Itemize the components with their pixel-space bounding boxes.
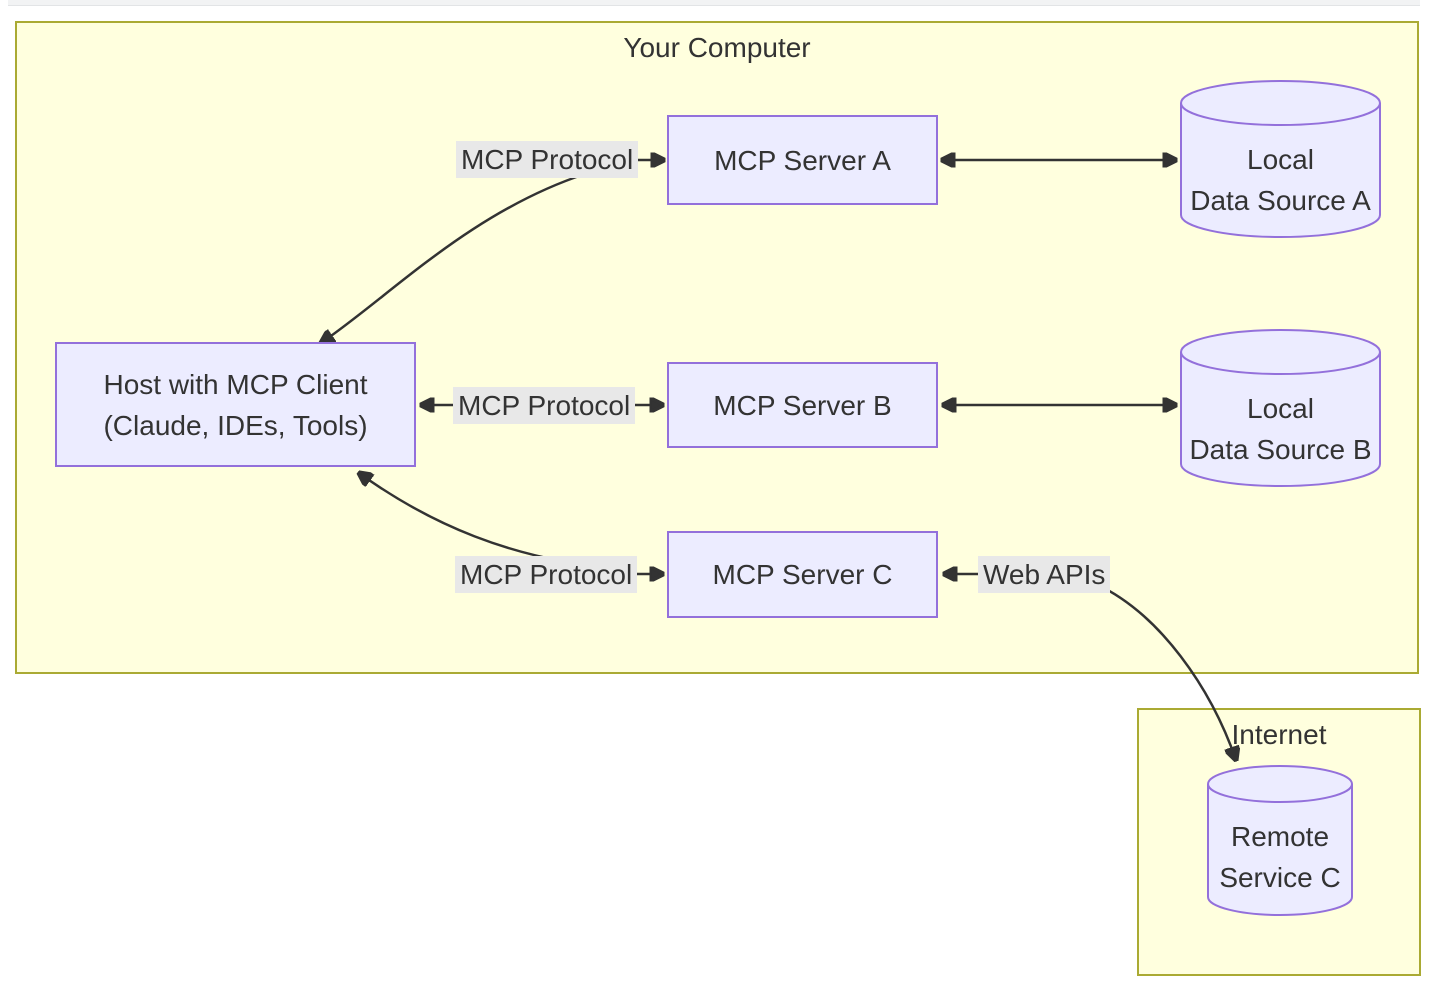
node-local-data-source-a: Local Data Source A — [1180, 80, 1381, 238]
database-cylinder-icon — [1180, 80, 1381, 238]
node-mcp-server-a: MCP Server A — [667, 115, 938, 205]
edge-label-web-apis: Web APIs — [978, 556, 1111, 593]
node-mcp-server-b-label: MCP Server B — [713, 389, 892, 421]
your-computer-group-title: Your Computer — [623, 32, 811, 63]
edge-serverC-to-host-curve — [359, 473, 619, 571]
node-mcp-server-c: MCP Server C — [667, 531, 938, 618]
edge-serverA-to-host-curve — [321, 172, 586, 343]
data-source-a-line1: Local — [1247, 143, 1314, 175]
edge-label-mcp-protocol-a: MCP Protocol — [456, 141, 639, 178]
remote-service-c-line2: Service C — [1219, 862, 1341, 893]
edge-webapis-to-remoteC-curve — [1095, 582, 1236, 760]
node-local-data-source-a-label: Local Data Source A — [1180, 125, 1381, 234]
node-mcp-server-c-label: MCP Server C — [712, 559, 893, 590]
edge-label-mcp-protocol-c: MCP Protocol — [455, 556, 638, 593]
database-cylinder-icon — [1180, 329, 1381, 487]
data-source-b-line2: Data Source B — [1189, 433, 1372, 465]
remote-service-c-line1: Remote — [1230, 821, 1330, 852]
node-local-data-source-b-label: Local Data Source B — [1180, 374, 1381, 483]
node-remote-service-c: Remote Service C — [1207, 765, 1353, 916]
data-source-b-line1: Local — [1247, 392, 1314, 424]
internet-group: Internet — [1137, 708, 1421, 976]
node-host-line1: Host with MCP Client — [103, 368, 368, 400]
node-mcp-server-a-label: MCP Server A — [714, 144, 891, 176]
node-mcp-server-b: MCP Server B — [667, 362, 938, 448]
data-source-a-line2: Data Source A — [1190, 184, 1371, 216]
top-divider — [8, 0, 1420, 6]
node-host-line2: (Claude, IDEs, Tools) — [103, 409, 368, 441]
node-host-with-mcp-client: Host with MCP Client (Claude, IDEs, Tool… — [55, 342, 416, 467]
internet-group-title: Internet — [1231, 719, 1327, 750]
node-local-data-source-b: Local Data Source B — [1180, 329, 1381, 487]
database-cylinder-icon — [1207, 765, 1353, 916]
node-remote-service-c-label: Remote Service C — [1207, 802, 1353, 912]
edge-label-mcp-protocol-b: MCP Protocol — [453, 387, 636, 424]
